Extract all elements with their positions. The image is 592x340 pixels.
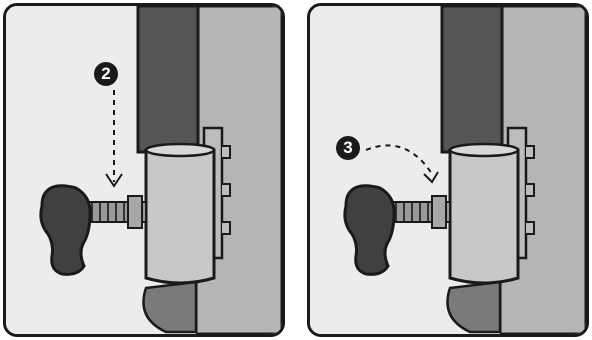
step-number-badge: 2 <box>94 62 118 86</box>
step-panel-2: 2 <box>3 3 285 337</box>
clamp-sleeve-top <box>450 144 518 156</box>
vertical-pole <box>138 6 198 152</box>
clamp-sleeve <box>146 150 214 283</box>
step-number-badge: 3 <box>336 136 360 160</box>
vertical-pole <box>442 6 502 152</box>
step-panel-3: 3 <box>307 3 589 337</box>
clamp-sleeve <box>450 150 518 283</box>
step-2-drawing <box>6 6 282 334</box>
step-3-drawing <box>310 6 586 334</box>
clamp-sleeve-top <box>146 144 214 156</box>
